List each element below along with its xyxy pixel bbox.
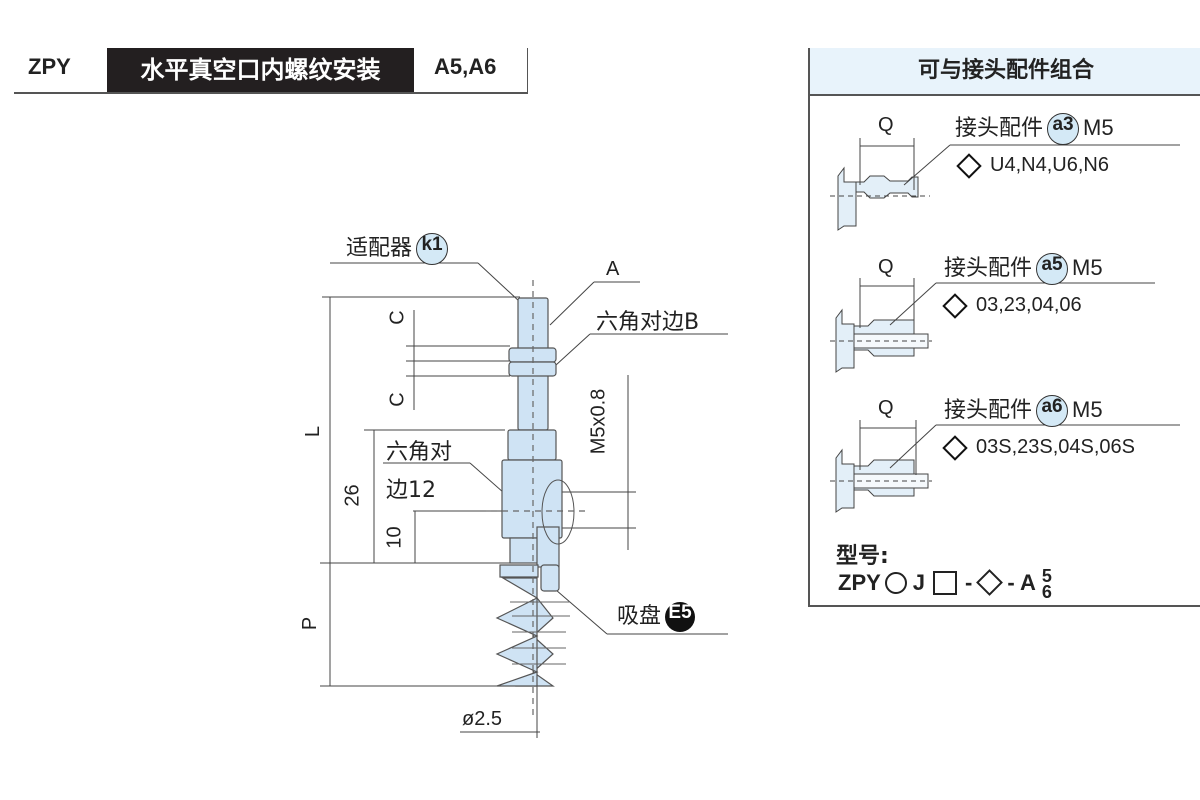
thread-label: M5x0.8	[587, 388, 610, 455]
fitting-a5-codes: 03,23,04,06	[940, 292, 1082, 319]
diamond-placeholder-icon	[976, 569, 1004, 596]
hex-b-label: 六角对边B	[596, 310, 700, 335]
circle-placeholder-icon	[884, 571, 907, 594]
side-port	[536, 526, 560, 568]
model-label: 型号:	[836, 544, 889, 569]
square-placeholder-icon	[933, 570, 958, 595]
dim-p: P	[299, 616, 322, 631]
fitting-a5-dim: Q	[878, 256, 894, 278]
fitting-a6-dim: Q	[878, 397, 894, 419]
variant-label: A5,A6	[434, 54, 497, 79]
pad-badge: E5	[665, 602, 696, 632]
fittings-panel: 可与接头配件组合	[808, 48, 1200, 607]
port-detail-circle	[541, 479, 575, 545]
pad-top-ring	[499, 564, 539, 578]
section-title: 水平真空口内螺纹安装	[107, 48, 414, 92]
diamond-icon	[956, 152, 982, 179]
fitting-a6-badge: a6	[1036, 395, 1069, 427]
adapter-badge: k1	[416, 233, 449, 265]
hex12-label-line2: 边12	[386, 478, 436, 503]
pad-clip	[540, 564, 560, 592]
panel-title: 可与接头配件组合	[810, 48, 1200, 96]
model-name: ZPY	[28, 54, 71, 79]
bellows-left	[495, 597, 539, 687]
dim-a-label: A	[606, 258, 620, 280]
dim-10: 10	[383, 526, 406, 549]
fitting-a3-badge: a3	[1047, 113, 1080, 145]
dim-l: L	[302, 425, 325, 438]
dim-26: 26	[341, 484, 364, 507]
fitting-a5-badge: a5	[1036, 253, 1069, 285]
body-neck	[509, 537, 539, 564]
header-divider	[527, 48, 528, 92]
fitting-a3-codes: U4,N4,U6,N6	[954, 152, 1109, 179]
fitting-a6-codes: 03S,23S,04S,06S	[940, 434, 1135, 461]
dim-c-bottom: C	[386, 392, 409, 407]
dim-c-top: C	[386, 310, 409, 325]
hex12-body	[501, 459, 563, 539]
hex12-label-line1: 六角对	[386, 440, 453, 465]
technical-drawing	[320, 262, 728, 738]
body-upper	[507, 429, 557, 461]
section-header: ZPY 水平真空口内螺纹安装 A5,A6	[14, 48, 528, 94]
diameter-label: ø2.5	[462, 708, 503, 730]
fitting-a3-dim: Q	[878, 114, 894, 136]
diamond-icon	[942, 292, 968, 319]
diamond-icon	[942, 434, 968, 461]
